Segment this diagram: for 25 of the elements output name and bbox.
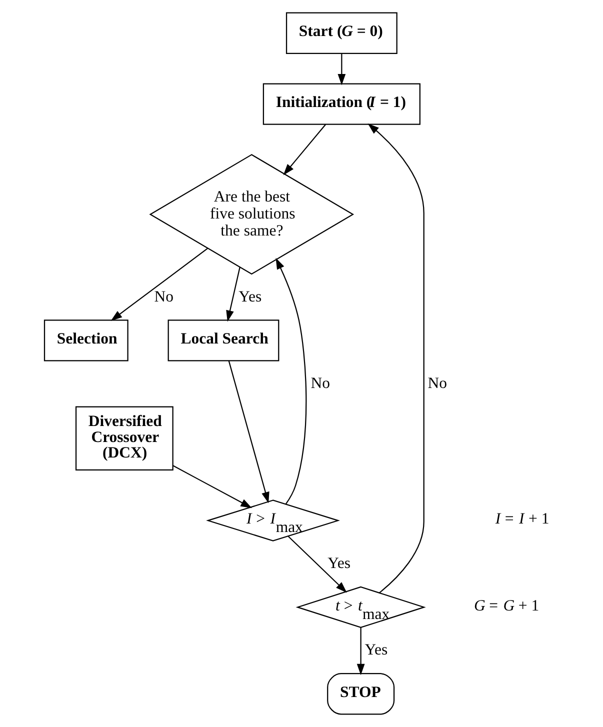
arrow [287, 536, 346, 593]
arrow [367, 123, 424, 594]
arrow [337, 54, 346, 86]
arrow [172, 465, 252, 508]
edge-label: No [310, 374, 330, 392]
label: I = I + 1 [494, 510, 549, 528]
edge-label: Yes [327, 555, 350, 572]
arrow [282, 124, 326, 176]
edge-label: Yes [238, 288, 262, 306]
arrow [356, 628, 364, 676]
node-box: Diversified Crossover (DCX) [74, 406, 173, 470]
arrow [226, 267, 240, 322]
node-box: STOP [326, 673, 394, 715]
arrow [228, 360, 269, 504]
arrow [110, 248, 208, 321]
edge-label: No [427, 374, 447, 392]
node-box: Initialization (I = 1) [262, 83, 420, 125]
node-box: Start (G = 0) [285, 12, 397, 54]
node-box: Selection [43, 320, 128, 362]
node-box: Local Search [167, 320, 279, 362]
arrow [275, 258, 306, 505]
label: G = G + 1 [473, 597, 539, 614]
edge-label: Yes [364, 642, 388, 659]
node-diamond: Are the best five solutions the same? [148, 154, 354, 275]
edge-label: No [154, 288, 174, 306]
